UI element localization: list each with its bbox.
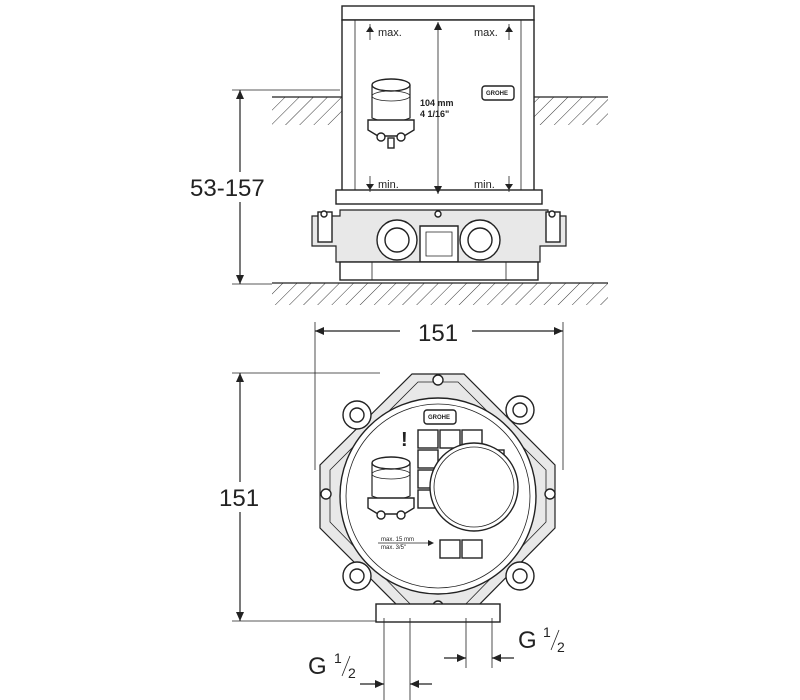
brand-top: GROHE — [428, 415, 450, 421]
height-dimension-top: 151 — [214, 372, 380, 622]
warning-mark: ! — [401, 429, 408, 451]
height-dimension: 53-157 — [180, 89, 340, 285]
dim-width-top: 151 — [418, 320, 458, 347]
depth-note: max. 15 mm max. 3/5" — [378, 537, 434, 551]
side-view: max. max. min. min. 104 mm 4 1/16" — [180, 5, 608, 305]
thread-dimension-right: G 1 2 — [444, 618, 565, 668]
brand-side: GROHE — [486, 91, 508, 97]
thread-left-den: 2 — [348, 665, 356, 681]
note-mm: max. 15 mm — [381, 537, 414, 543]
label-max-left: max. — [378, 27, 402, 39]
width-dimension: 151 — [314, 316, 564, 470]
label-min-right: min. — [474, 179, 495, 191]
note-inch: max. 3/5" — [381, 545, 406, 551]
wall-surface-bottom — [272, 282, 608, 305]
valve-cartridge-icon-top — [367, 456, 415, 520]
label-min-left: min. — [378, 179, 399, 191]
thread-right-num: 1 — [543, 624, 551, 640]
grohe-logo-side: GROHE — [481, 85, 515, 101]
dim-height-side: 53-157 — [190, 175, 265, 202]
grohe-logo-top: GROHE — [423, 409, 457, 425]
thread-right-den: 2 — [557, 639, 565, 655]
valve-body-side — [311, 209, 567, 281]
wall-surface-top — [272, 96, 608, 125]
depth-inch-label: 4 1/16" — [420, 109, 449, 119]
dim-height-top: 151 — [219, 485, 259, 512]
valve-body-top — [319, 373, 556, 623]
label-max-right: max. — [474, 27, 498, 39]
thread-left-num: 1 — [334, 650, 342, 666]
thread-left-g: G — [308, 653, 327, 680]
valve-cartridge-icon — [367, 78, 415, 149]
thread-right-g: G — [518, 627, 537, 654]
depth-markers: max. max. min. min. 104 mm 4 1/16" — [366, 22, 513, 194]
thread-dimension-left: G 1 2 — [308, 618, 432, 700]
depth-mm-label: 104 mm — [420, 98, 454, 108]
top-view: 151 151 — [214, 316, 565, 700]
